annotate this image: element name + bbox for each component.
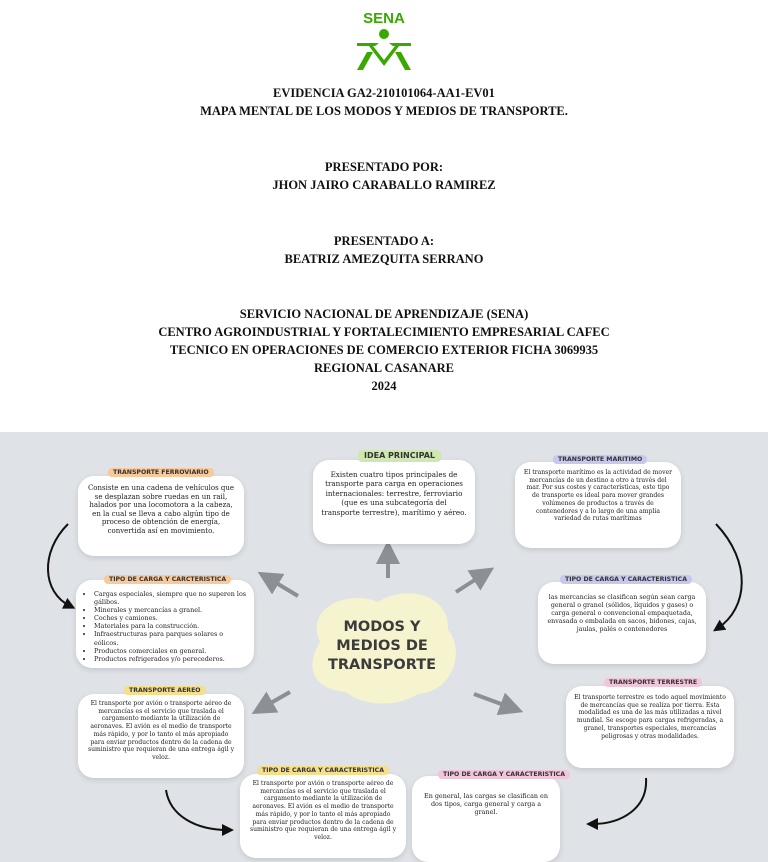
list-item: Minerales y mercancías a granel. — [94, 606, 248, 614]
terrestre-text: El transporte terrestre es todo aquel mo… — [574, 694, 726, 740]
maritimo-tag: TRANSPORTE MARITIMO — [553, 455, 648, 464]
idea-card: Existen cuatro tipos principales de tran… — [313, 460, 475, 544]
terrestre-card: El transporte terrestre es todo aquel mo… — [566, 686, 734, 768]
list-item: Coches y camiones. — [94, 614, 248, 622]
carga-terrestre-tag: TIPO DE CARGA Y CARACTERISTICA — [438, 770, 570, 779]
idea-text: Existen cuatro tipos principales de tran… — [321, 470, 467, 517]
maritimo-text: El transporte marítimo es la actividad d… — [523, 469, 673, 523]
sena-logo: SENA — [357, 10, 411, 70]
center-title-line: MODOS Y — [343, 619, 421, 635]
list-item: Materiales para la construcción. — [94, 622, 248, 630]
center-title-line: TRANSPORTE — [327, 657, 437, 673]
aereo-text: El transporte por avión o transporte aér… — [87, 700, 235, 761]
list-item: Infraestructuras para parques solares o … — [94, 630, 248, 646]
arrow-ferro-to-carga — [47, 523, 76, 609]
institution-block: SERVICIO NACIONAL DE APRENDIZAJE (SENA) … — [0, 305, 768, 395]
institution-line: REGIONAL CASANARE — [314, 361, 454, 375]
connector-arrows — [47, 523, 743, 836]
institution-line: TECNICO EN OPERACIONES DE COMERCIO EXTER… — [169, 343, 599, 357]
evidence-code: EVIDENCIA GA2-210101064-AA1-EV01 — [273, 86, 495, 100]
arrow-aereo-to-carga — [165, 789, 234, 836]
presented-by-name: JHON JAIRO CARABALLO RAMIREZ — [272, 178, 496, 192]
ferroviario-text: Consiste en una cadena de vehículos que … — [87, 484, 235, 535]
document-subject: MAPA MENTAL DE LOS MODOS Y MEDIOS DE TRA… — [200, 104, 568, 118]
carga-ferroviario-list: Cargas especiales, siempre que no supere… — [82, 590, 248, 663]
center-blob — [312, 593, 456, 704]
carga-terrestre-text: En general, las cargas se clasifican en … — [424, 792, 548, 817]
carga-maritimo-card: las mercancías se clasifican según sean … — [538, 582, 706, 664]
arrow-to-aereo — [251, 690, 291, 714]
center-title: MODOS Y MEDIOS DE TRANSPORTE — [318, 618, 446, 675]
terrestre-tag: TRANSPORTE TERRESTRE — [604, 678, 703, 687]
presented-to-name: BEATRIZ AMEZQUITA SERRANO — [284, 252, 484, 266]
carga-ferroviario-card: Cargas especiales, siempre que no supere… — [76, 580, 254, 668]
list-item: Productos comerciales en general. — [94, 647, 248, 655]
ferroviario-card: Consiste en una cadena de vehículos que … — [78, 476, 244, 556]
carga-maritimo-tag: TIPO DE CARGA Y CARACTERISTICA — [560, 575, 692, 584]
cover-heading: EVIDENCIA GA2-210101064-AA1-EV01 MAPA ME… — [0, 84, 768, 120]
institution-line: SERVICIO NACIONAL DE APRENDIZAJE (SENA) — [239, 307, 529, 321]
center-title-line: MEDIOS DE — [336, 638, 428, 654]
carga-aereo-card: El transporte por avión o transporte aér… — [240, 774, 406, 858]
aereo-card: El transporte por avión o transporte aér… — [78, 694, 244, 778]
presented-to-block: PRESENTADO A: BEATRIZ AMEZQUITA SERRANO — [0, 232, 768, 268]
mind-map: MODOS Y MEDIOS DE TRANSPORTE Existen cua… — [0, 432, 768, 862]
arrow-maritimo-to-carga — [713, 523, 743, 632]
presented-by-block: PRESENTADO POR: JHON JAIRO CARABALLO RAM… — [0, 158, 768, 194]
arrow-to-terrestre — [473, 692, 524, 716]
carga-terrestre-card: En general, las cargas se clasifican en … — [412, 776, 560, 862]
list-item: Cargas especiales, siempre que no supere… — [94, 590, 248, 606]
arrow-to-maritimo — [454, 567, 495, 594]
arrow-terrestre-to-carga — [586, 777, 648, 830]
presented-by-label: PRESENTADO POR: — [324, 160, 444, 174]
carga-maritimo-text: las mercancías se clasifican según sean … — [547, 594, 697, 633]
ferroviario-tag: TRANSPORTE FERROVIARIO — [108, 468, 214, 477]
carga-aereo-tag: TIPO DE CARGA Y CARACTERISTICA — [257, 766, 389, 775]
list-item: Productos refrigerados y/o perecederos. — [94, 655, 248, 663]
carga-aereo-text: El transporte por avión o transporte aér… — [249, 780, 397, 841]
aereo-tag: TRANSPORTE AEREO — [124, 686, 206, 695]
maritimo-card: El transporte marítimo es la actividad d… — [515, 462, 681, 548]
sena-logo-text: SENA — [363, 10, 405, 27]
arrow-to-ferroviario — [257, 571, 300, 598]
institution-line: 2024 — [371, 379, 397, 393]
presented-to-label: PRESENTADO A: — [333, 234, 435, 248]
carga-ferroviario-tag: TIPO DE CARGA Y CARCTERISTICA — [104, 575, 232, 584]
institution-line: CENTRO AGROINDUSTRIAL Y FORTALECIMIENTO … — [158, 325, 610, 339]
idea-tag: IDEA PRINCIPAL — [358, 450, 442, 462]
